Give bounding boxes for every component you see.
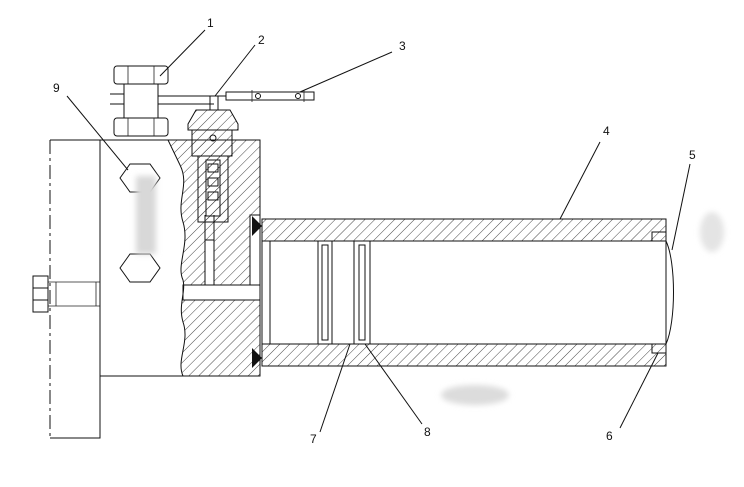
leader-lines: [66, 29, 691, 433]
valve-block: [99, 139, 261, 377]
callout-2: 2: [258, 33, 265, 47]
leader-5: [671, 163, 691, 251]
callout-3: 3: [399, 39, 406, 53]
blurred-region: [441, 385, 509, 405]
callout-5: 5: [689, 148, 696, 162]
leader-2: [214, 44, 256, 97]
hex-plug-upper: [119, 163, 161, 193]
leader-8: [364, 343, 423, 425]
callout-8: 8: [424, 425, 431, 439]
callout-labels: 1 2 3 4 5 6 7 8 9: [53, 16, 696, 446]
seal-ring-8: [353, 240, 371, 345]
callout-7: 7: [310, 432, 317, 446]
end-cap: [651, 231, 674, 354]
mounting-plate: [49, 139, 101, 439]
fitting-nut: [110, 65, 169, 137]
cylinder-tube: [252, 216, 667, 368]
hex-plug-lower: [119, 253, 161, 283]
leader-7: [319, 343, 351, 433]
callout-1: 1: [207, 16, 214, 30]
lever-bracket: [225, 90, 315, 102]
mounting-bolt: [32, 275, 100, 313]
leader-1: [159, 29, 206, 77]
callout-9: 9: [53, 81, 60, 95]
seal-ring-7: [317, 240, 333, 345]
callout-4: 4: [603, 124, 610, 138]
leader-6: [619, 352, 659, 429]
leader-4: [559, 141, 601, 220]
relief-valve: [158, 95, 239, 223]
blurred-region: [136, 176, 156, 254]
leader-3: [299, 51, 393, 93]
blurred-region: [700, 212, 724, 252]
callout-6: 6: [606, 429, 613, 443]
leader-9: [66, 95, 129, 171]
